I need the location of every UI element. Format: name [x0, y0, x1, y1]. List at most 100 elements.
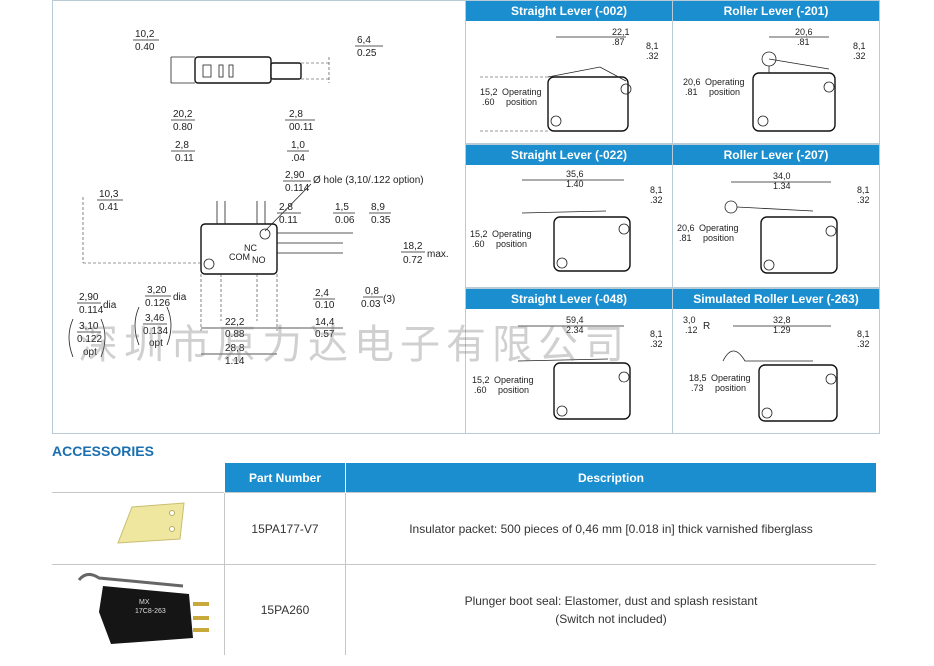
dim-label: 3,46: [145, 313, 165, 324]
dim-label: .32: [853, 51, 866, 61]
part-number-cell: 15PA177-V7: [224, 492, 346, 565]
terminal-nc-label: NC: [244, 243, 257, 253]
dim-label: 8,1: [857, 185, 870, 195]
description-note: (Switch not included): [555, 611, 667, 626]
dim-label: 20,6: [795, 27, 813, 37]
terminal-com-label: COM: [229, 252, 250, 262]
dim-label: 0.41: [99, 202, 119, 213]
opt-label: opt: [149, 338, 163, 349]
dim-label: 22,1: [612, 27, 630, 37]
dim-label: 2,4: [315, 288, 329, 299]
dim-label: .87: [612, 37, 625, 47]
op-label: Operating: [492, 229, 532, 239]
switch-image-cell: MX 17C8-263: [52, 564, 225, 655]
dim-label: 14,4: [315, 317, 335, 328]
dim-label: 28,8: [225, 343, 245, 354]
dim-label: .32: [857, 195, 870, 205]
lever-title: Straight Lever (-002): [466, 1, 672, 21]
lever-panel-207: Roller Lever (-207) 34,0 1.34 8,1 .32 20…: [672, 144, 880, 288]
dia-label: dia: [173, 292, 187, 303]
switch-photo: MX 17C8-263: [77, 573, 209, 645]
dim-label: 18,2: [403, 241, 423, 252]
dim-label: 0.114: [79, 305, 104, 316]
watermark-text: 深圳市原力达电子有限公司: [78, 322, 630, 368]
lever-panel-022: Straight Lever (-022) 35,6 1.40 8,1 .32 …: [465, 144, 673, 288]
description-cell: Plunger boot seal: Elastomer, dust and s…: [345, 564, 876, 655]
dim-label: 34,0: [773, 171, 791, 181]
part-number-header: Part Number: [224, 463, 346, 493]
radius-label: R: [703, 321, 710, 332]
dim-label: 0,8: [365, 286, 379, 297]
dim-label: 2,90: [79, 292, 99, 303]
lever-panel-002: Straight Lever (-002) 22,1 .87 8,1 .32 1…: [465, 0, 673, 144]
dim-label: .12: [685, 325, 698, 335]
dim-label: 1,5: [335, 202, 349, 213]
dim-label: 0.10: [315, 300, 335, 311]
accessories-table: Part Number Description 15PA177-V7 Insul…: [52, 463, 876, 655]
op-label: Operating: [711, 373, 751, 383]
dim-label: 20,2: [173, 109, 193, 120]
hole-note: Ø hole (3,10/.122 option): [313, 175, 424, 186]
dim-label: 20,6: [677, 223, 695, 233]
dim-label: 8,1: [646, 41, 659, 51]
dim-label: 0.126: [145, 298, 170, 309]
dim-label: 35,6: [566, 169, 584, 179]
accessories-title: ACCESSORIES: [52, 443, 154, 459]
main-dimension-drawing: 10,2 0.40 6,4 0.25 NC COM NO 20,2 0.80 2…: [68, 29, 449, 367]
description-cell: Insulator packet: 500 pieces of 0,46 mm …: [345, 492, 876, 565]
description-text: Insulator packet: 500 pieces of 0,46 mm …: [409, 521, 813, 536]
lever-panel-048: Straight Lever (-048) 59,4 2.34 8,1 .32 …: [465, 288, 673, 434]
dim-label: 3,10: [79, 321, 99, 332]
dim-label: .32: [646, 51, 659, 61]
dim-label: 0.80: [173, 122, 193, 133]
dim-label: 8,1: [650, 329, 663, 339]
lever-drawing: 59,4 2.34 8,1 .32 15,2 .60 Operating pos…: [472, 315, 663, 420]
dim-label: 00.11: [289, 122, 314, 133]
dim-label: 0.11: [175, 153, 194, 164]
opt-label: opt: [83, 347, 97, 358]
dim-label: 1.40: [566, 179, 584, 189]
dim-label: .81: [679, 233, 692, 243]
dim-label: .32: [857, 339, 870, 349]
dim-label: 10,2: [135, 29, 155, 40]
dim-label: 2,8: [289, 109, 303, 120]
insulator-image: [117, 502, 185, 544]
dim-label: 8,9: [371, 202, 385, 213]
table-row: 15PA177-V7 Insulator packet: 500 pieces …: [52, 492, 876, 565]
lever-title: Simulated Roller Lever (-263): [673, 289, 879, 309]
dim-label: 8,1: [650, 185, 663, 195]
op-label: position: [715, 383, 746, 393]
image-column-header: [52, 463, 225, 493]
dim-label: 3,0: [683, 315, 696, 325]
lever-drawing: 20,6 .81 8,1 .32 20,6 .81 Operating posi…: [683, 27, 866, 132]
op-label: Operating: [502, 87, 542, 97]
dim-label: 0.03: [361, 299, 381, 310]
dim-label: 1.29: [773, 325, 791, 335]
dim-label: 3,20: [147, 285, 167, 296]
op-label: Operating: [494, 375, 534, 385]
lever-panel-263: Simulated Roller Lever (-263) 3,0 .12 R …: [672, 288, 880, 434]
dim-label: 0.25: [357, 48, 377, 59]
part-number-cell: 15PA260: [224, 564, 346, 655]
lever-panel-201: Roller Lever (-201) 20,6 .81 8,1 .32 20,…: [672, 0, 880, 144]
lever-title: Straight Lever (-022): [466, 145, 672, 165]
max-label: max.: [427, 249, 449, 260]
dim-label: 1.14: [225, 356, 245, 367]
dim-label: .60: [482, 97, 495, 107]
dim-label: 8,1: [857, 329, 870, 339]
lever-drawing: 34,0 1.34 8,1 .32 20,6 .81 Operating pos…: [677, 171, 870, 274]
dim-label: 15,2: [472, 375, 490, 385]
dim-label: .60: [472, 239, 485, 249]
lever-drawing: 3,0 .12 R 32,8 1.29 8,1 .32 18,5 .73 Ope…: [683, 315, 870, 422]
op-label: Operating: [699, 223, 739, 233]
lever-title: Roller Lever (-207): [673, 145, 879, 165]
op-label: position: [498, 385, 529, 395]
dim-label: 0.57: [315, 329, 335, 340]
dim-label: 2,90: [285, 170, 305, 181]
switch-model: 17C8-263: [135, 608, 166, 615]
dim-label: 2,8: [279, 202, 293, 213]
dim-label: 22,2: [225, 317, 245, 328]
lever-title: Straight Lever (-048): [466, 289, 672, 309]
dim-label: 0.134: [143, 326, 168, 337]
insulator-image-cell: [52, 492, 225, 565]
